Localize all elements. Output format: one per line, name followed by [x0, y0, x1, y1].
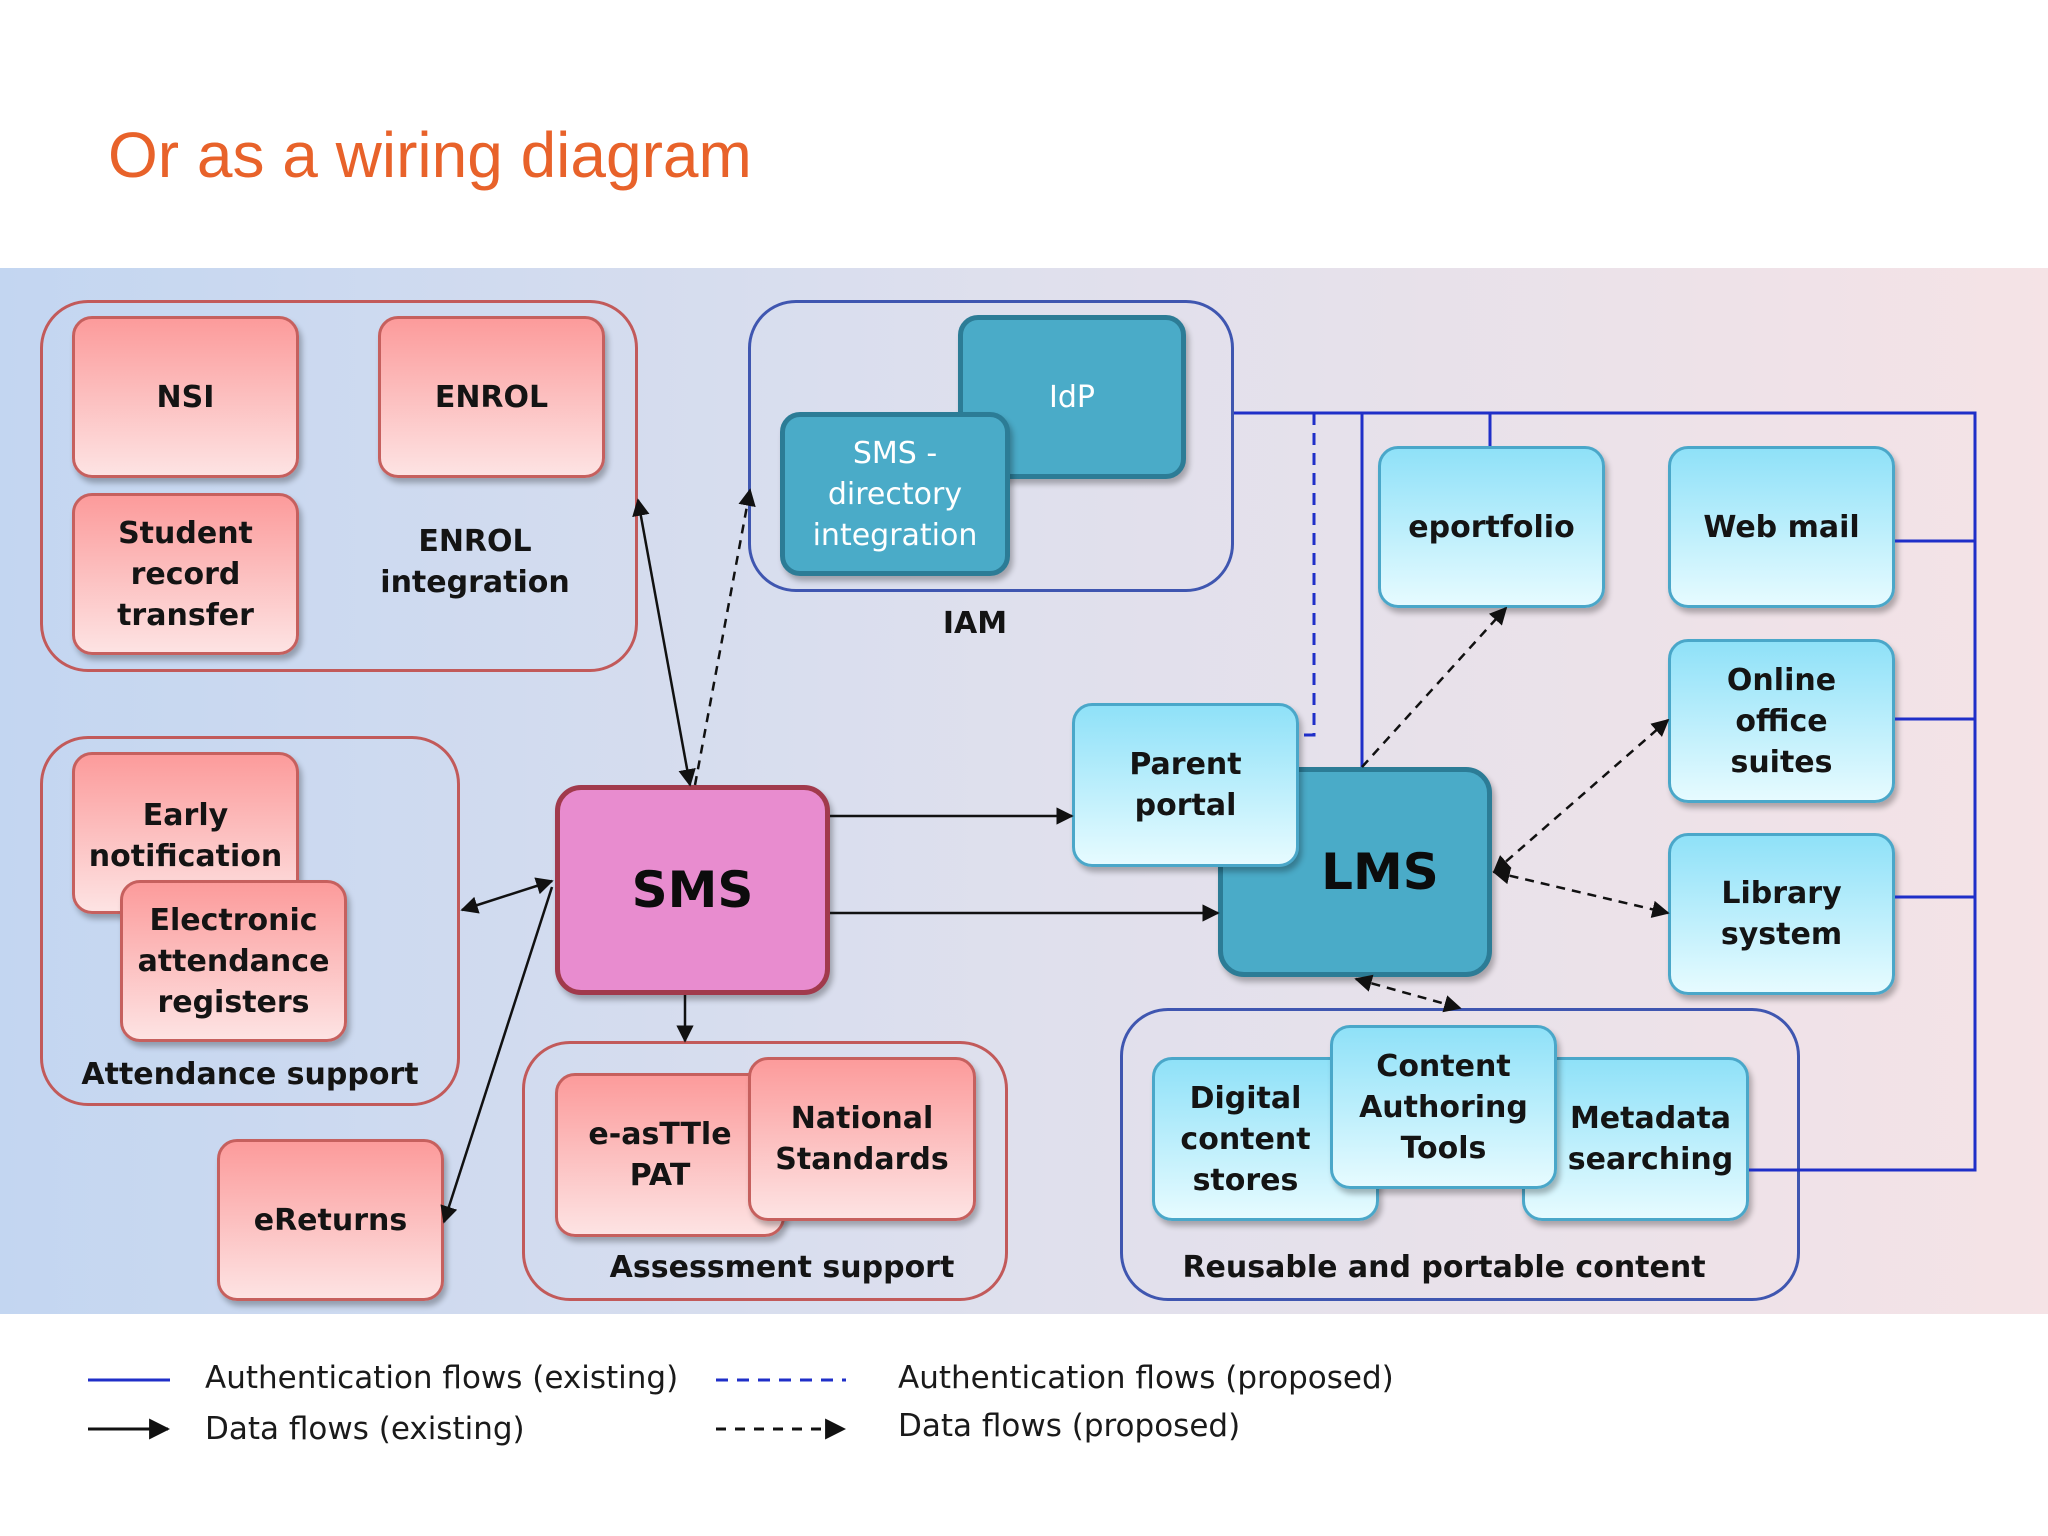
enrol-node[interactable]: ENROL	[378, 316, 605, 478]
iam-label: IAM	[942, 606, 1008, 641]
iam-group	[748, 300, 1234, 592]
reusable-content-label: Reusable and portable content	[1182, 1250, 1706, 1285]
page-title: Or as a wiring diagram	[108, 119, 752, 191]
student-record-transfer-node[interactable]: Student record transfer	[72, 493, 299, 655]
legend-auth-existing-label: Authentication flows (existing)	[205, 1360, 679, 1396]
e-asttle-pat-node[interactable]: e-asTTle PAT	[555, 1073, 785, 1237]
legend-auth-proposed-label: Authentication flows (proposed)	[898, 1360, 1394, 1396]
enrol-integration-label: ENROL integration	[380, 524, 570, 600]
library-system-node[interactable]: Library system	[1668, 833, 1895, 995]
lms-label: LMS	[1321, 842, 1439, 901]
sms-label: SMS	[631, 860, 754, 919]
national-standards-node[interactable]: National Standards	[748, 1057, 976, 1221]
assessment-support-label: Assessment support	[609, 1250, 955, 1285]
web-mail-node[interactable]: Web mail	[1668, 446, 1895, 608]
legend-data-existing-label: Data flows (existing)	[205, 1411, 525, 1447]
nsi-node[interactable]: NSI	[72, 316, 299, 478]
idp-node[interactable]: IdP	[958, 315, 1186, 479]
content-authoring-tools-node[interactable]: Content Authoring Tools	[1330, 1025, 1557, 1189]
legend-data-proposed-label: Data flows (proposed)	[898, 1408, 1241, 1444]
enrol-group	[40, 300, 638, 672]
online-office-suites-node[interactable]: Online office suites	[1668, 639, 1895, 803]
parent-portal-node[interactable]: Parent portal	[1072, 703, 1299, 867]
attendance-support-label: Attendance support	[81, 1057, 419, 1092]
electronic-attendance-registers-node[interactable]: Electronic attendance registers	[120, 880, 347, 1042]
eportfolio-node[interactable]: eportfolio	[1378, 446, 1605, 608]
sms-node[interactable]: SMS	[555, 785, 830, 995]
sms-directory-integration-node[interactable]: SMS - directory integration	[780, 412, 1010, 576]
ereturns-node[interactable]: eReturns	[217, 1139, 444, 1301]
